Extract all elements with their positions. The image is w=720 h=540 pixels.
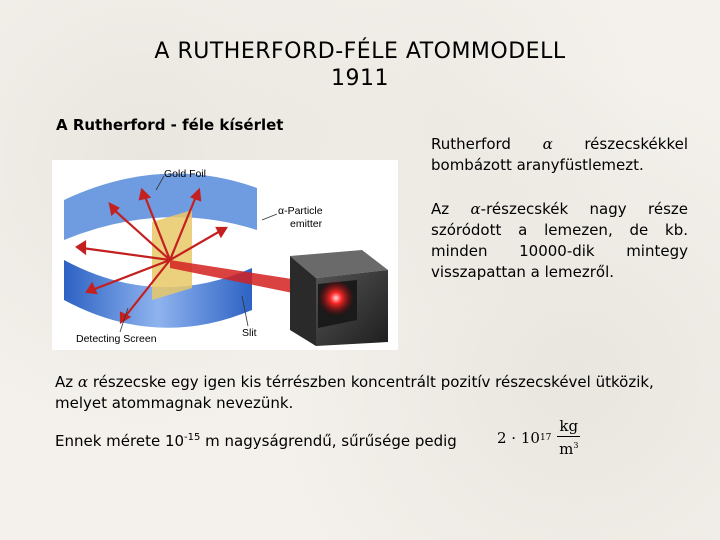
alpha-symbol: α [77,373,89,391]
alpha-symbol: α [542,135,553,153]
experiment-diagram: Gold Foil α-Particle emitter Detecting S… [64,168,388,346]
p2-text-pre: Az [431,200,471,218]
unit-denominator-base: m [559,440,574,458]
p3-text-pre: Az [55,373,78,391]
rutherford-experiment-figure: Gold Foil α-Particle emitter Detecting S… [52,160,398,350]
formula-base: 2 · 10 [497,429,540,447]
p2-text-post: -részecskék nagy része szóródott a lemez… [431,200,689,281]
paragraph-4: Ennek mérete 10-15 m nagyságrendű, sűrűs… [55,427,457,452]
unit-denominator-exponent: 3 [573,441,579,450]
p1-text-pre: Rutherford [431,135,543,153]
label-alpha-emitter-2: emitter [290,218,323,230]
formula-exponent: 17 [539,433,552,443]
title-line-2: 1911 [331,66,389,91]
cube-top [290,250,388,278]
screen-ring-front [64,200,252,328]
p1-text-post: részecskékkel bombázott aranyfüstlemezt. [431,135,688,174]
label-alpha-emitter-1: α-Particle [278,205,323,217]
cube-left [290,256,316,346]
section-subtitle: A Rutherford - féle kísérlet [56,116,284,134]
page-title: A RUTHERFORD-FÉLE ATOMMODELL 1911 [0,38,720,92]
alpha-symbol: α [470,200,481,218]
paragraph-3: Az α részecske egy igen kis térrészben k… [55,372,675,414]
label-slit: Slit [242,327,257,339]
unit-fraction: kg m3 [557,417,581,458]
label-detecting-screen: Detecting Screen [76,333,157,345]
paragraph-2: Az α-részecskék nagy része szóródott a l… [431,199,688,283]
paragraph-1: Rutherford α részecskékkel bombázott ara… [431,134,688,176]
p4-text-post: m nagyságrendű, sűrűsége pedig [200,432,457,450]
size-exponent: -15 [184,432,201,443]
unit-denominator: m3 [559,437,578,458]
screen-ring-back [64,173,257,240]
p3-text-post: részecske egy igen kis térrészben koncen… [55,373,654,412]
p4-text-pre: Ennek mérete 10 [55,432,185,450]
emitter-glow [318,280,354,316]
title-line-1: A RUTHERFORD-FÉLE ATOMMODELL [154,39,566,64]
label-leaders [119,175,278,333]
label-gold-foil: Gold Foil [164,168,206,180]
unit-numerator: kg [557,417,581,437]
scatter-arrows [75,187,228,324]
